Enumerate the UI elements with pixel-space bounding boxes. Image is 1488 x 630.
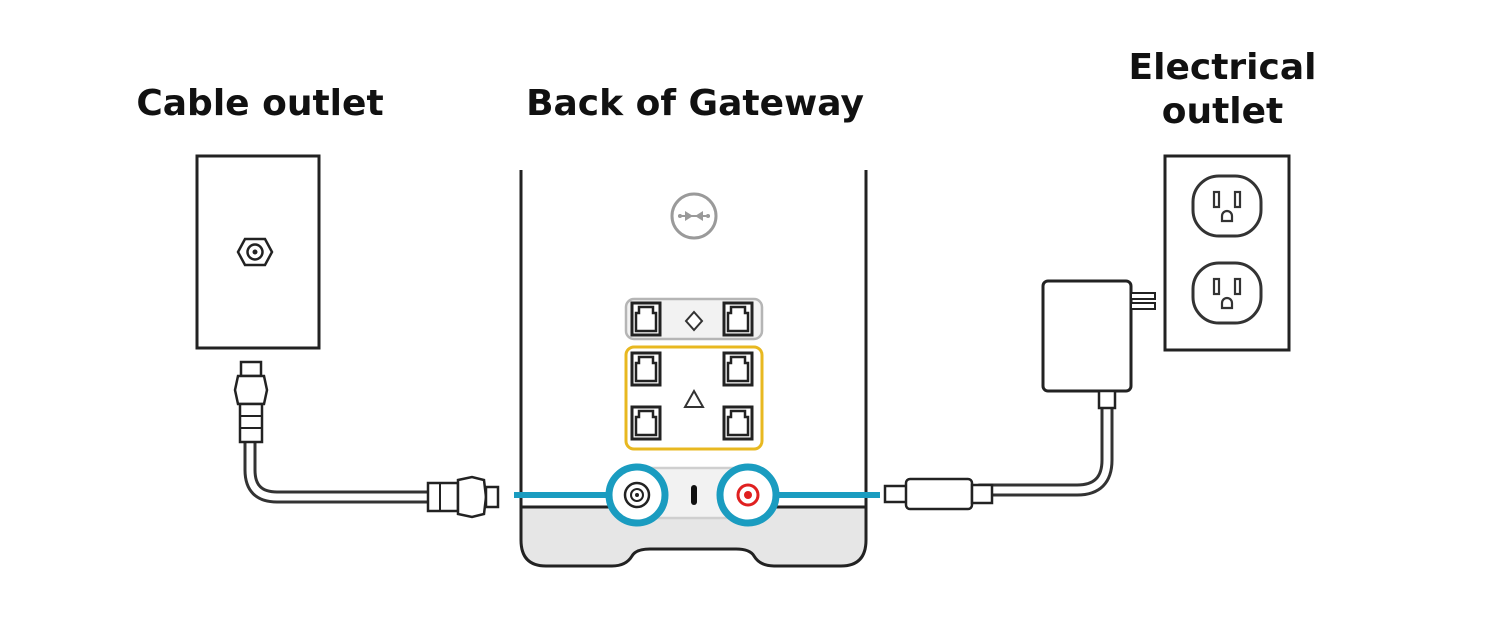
ethernet-port-icon[interactable] bbox=[722, 301, 754, 337]
cable-outlet bbox=[195, 154, 321, 350]
coax-cable bbox=[233, 360, 500, 519]
power-socket-icon[interactable] bbox=[1191, 261, 1263, 325]
power-cable bbox=[883, 401, 1114, 511]
ethernet-port-icon[interactable] bbox=[630, 405, 662, 441]
electrical-outlet-label: Electrical outlet bbox=[1100, 46, 1345, 134]
ethernet-port-icon[interactable] bbox=[630, 301, 662, 337]
gateway bbox=[519, 170, 868, 568]
electrical-outlet bbox=[1163, 154, 1291, 352]
back-of-gateway-label: Back of Gateway bbox=[526, 83, 864, 124]
lan-port-group bbox=[624, 345, 764, 451]
electrical-outlet-label-line1: Electrical bbox=[1128, 47, 1317, 88]
ethernet-port-icon[interactable] bbox=[722, 351, 754, 387]
wifi-pairing-icon[interactable] bbox=[670, 192, 718, 240]
diamond-icon bbox=[684, 310, 704, 332]
cable-outlet-label: Cable outlet bbox=[136, 83, 384, 124]
coax-wall-jack-icon bbox=[236, 237, 274, 267]
ethernet-port-icon[interactable] bbox=[630, 351, 662, 387]
electrical-outlet-label-line2: outlet bbox=[1161, 91, 1284, 132]
coax-port-icon[interactable] bbox=[605, 463, 669, 527]
gateway-base bbox=[519, 505, 868, 568]
power-socket-icon[interactable] bbox=[1191, 174, 1263, 238]
ethernet-port-icon[interactable] bbox=[722, 405, 754, 441]
power-port-icon[interactable] bbox=[716, 463, 780, 527]
power-adapter bbox=[1041, 279, 1156, 410]
status-led bbox=[691, 485, 697, 505]
wan-port-group bbox=[624, 297, 764, 341]
triangle-icon bbox=[683, 388, 705, 408]
